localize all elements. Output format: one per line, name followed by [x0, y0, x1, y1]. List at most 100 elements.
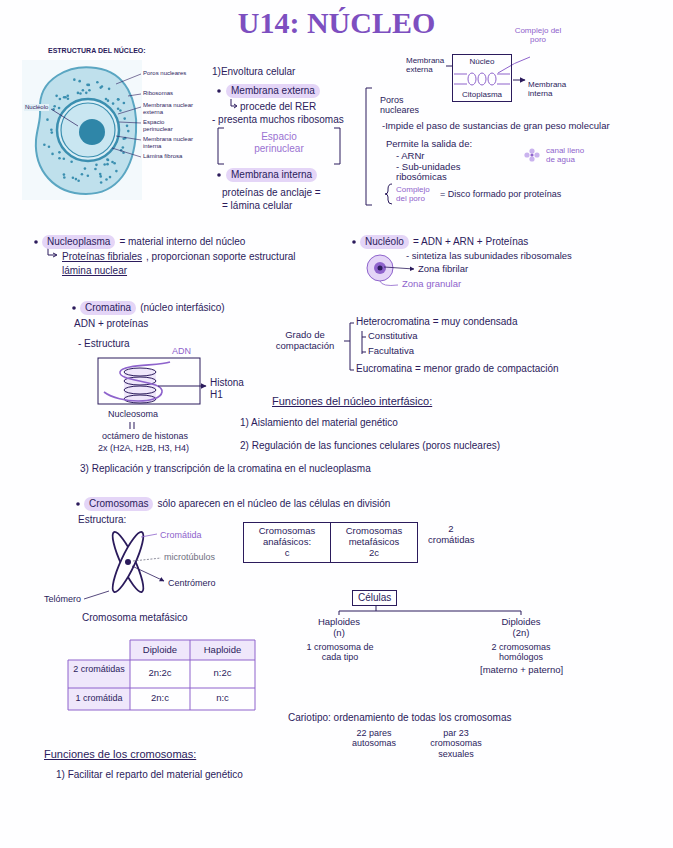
table-cell: 2 cromátidas: [68, 664, 130, 674]
cell-illustration-part: [22, 60, 142, 200]
chromosome-figure-part: [84, 591, 109, 599]
nucleolus-figure-part: [374, 262, 386, 274]
part-label: Lámina fibrosa: [143, 153, 195, 160]
note-text: Cromosoma metafásico: [82, 612, 188, 624]
ribosome-dot: [126, 125, 129, 128]
ribosome-dot: [78, 80, 81, 83]
ploidy-table: [68, 640, 255, 710]
note-text: 1)Envoltura celular: [212, 66, 295, 78]
note-text: Proteínas fibriales: [62, 251, 142, 263]
note-text: procede del RER: [240, 101, 316, 113]
brackets-part: [53, 253, 57, 257]
ploidy-table-part: [130, 640, 255, 660]
node-text: Nucléolo: [365, 236, 404, 248]
ploidy-table-part: [68, 660, 130, 710]
note-text: Cariotipo: ordenamiento de todas los cro…: [288, 712, 511, 724]
ribosome-dot: [66, 94, 69, 97]
table-cell: Cromosomas metafásicos2c: [330, 522, 418, 563]
ribosome-dot: [119, 109, 122, 112]
ribosome-dot: [58, 107, 61, 110]
nucleosome-figure-part: [98, 358, 200, 404]
table-cell: 2n:c: [130, 693, 190, 704]
note-text: - sintetiza las subunidades ribosomales: [406, 251, 572, 262]
water-channel-icon-part: [534, 152, 539, 157]
ribosome-dot: [95, 164, 98, 167]
ribosome-dot: [72, 176, 75, 179]
ribosome-dot: [53, 105, 56, 108]
ribosome-dot: [87, 174, 90, 177]
part-label: Centrómero: [168, 578, 216, 588]
node-text: Cromosomas: [89, 498, 148, 510]
brackets-part: [366, 88, 372, 205]
pore-diagram-part: [478, 73, 486, 85]
nucleolus-figure-part: [384, 267, 414, 269]
part-label: Membrana interna: [528, 80, 576, 98]
note-text: [materno + paterno]: [480, 665, 563, 676]
water-channel-icon-part: [530, 153, 533, 156]
ribosome-dot: [112, 102, 115, 105]
note-text: 2 cromosomas homólogos: [486, 642, 556, 663]
ribosome-dot: [82, 89, 85, 92]
bullets-part: [76, 502, 80, 506]
note-text: 1) Facilitar el reparto del material gen…: [56, 769, 243, 781]
note-text: Complejo del poro: [396, 185, 436, 203]
note-text: sólo aparecen en el núcleo de las célula…: [157, 498, 390, 510]
node-text: Células: [358, 592, 391, 604]
ribosome-dot: [63, 173, 66, 176]
part-label: Ribosomas: [143, 90, 195, 97]
note-text: (núcleo interfásico): [140, 302, 224, 314]
note-text: par 23 cromosomas sexuales: [426, 728, 486, 759]
part-label: Nucléolo: [24, 104, 49, 111]
ribosome-dot: [94, 168, 97, 171]
highlight-term: Membrana interna: [226, 168, 317, 182]
note-text: Zona fibrilar: [418, 264, 468, 275]
note-text: 22 pares autosomas: [346, 728, 402, 749]
ribosome-dot: [108, 88, 111, 91]
ribosome-dot: [122, 146, 125, 149]
note-text: ADN + proteínas: [74, 318, 148, 330]
chromosome-figure-part: [125, 559, 131, 565]
ribosome-dot: [81, 173, 84, 176]
node-text: Espacio perinuclear: [239, 131, 319, 154]
ribosome-dot: [63, 96, 66, 99]
node-text: Membrana interna: [231, 169, 312, 181]
part-label: Cromátida: [160, 530, 202, 540]
nucleolus-figure-part: [367, 255, 393, 281]
note-text: = Disco formado por proteínas: [440, 189, 561, 199]
page-title: U14: NÚCLEO: [0, 6, 673, 41]
ribosome-dot: [109, 176, 112, 179]
ribosome-dot: [107, 159, 110, 162]
water-channel-icon-part: [524, 152, 529, 157]
note-text: 2 cromátidas: [428, 524, 474, 546]
highlight-term: Nucleoplasma: [42, 235, 115, 249]
note-text: Estructura:: [78, 514, 126, 526]
section-heading: ESTRUCTURA DEL NÚCLEO:: [48, 47, 146, 55]
ribosome-dot: [111, 161, 114, 164]
pore-diagram-part: [498, 57, 530, 73]
ribosome-dot: [115, 170, 118, 173]
nucleosome-figure-part: [124, 386, 156, 394]
note-text: Grado de compactación: [268, 330, 342, 352]
ribosome-dot: [86, 84, 89, 87]
node-text: c: [248, 548, 326, 559]
ribosome-dot: [123, 102, 126, 105]
ribosome-dot: [117, 98, 120, 101]
part-label: microtúbulos: [164, 552, 215, 562]
ribosome-dot: [88, 89, 91, 92]
part-label: Nucleosoma: [108, 409, 158, 419]
note-text: - presenta muchos ribosomas: [212, 114, 344, 126]
note-text: Poros nucleares: [380, 95, 428, 116]
cell-illustration-part: [112, 74, 141, 157]
bullets-part: [34, 240, 38, 244]
category-box: Células: [352, 590, 397, 606]
bullets-part: [72, 306, 76, 310]
nucleosome-figure-part: [124, 368, 156, 376]
node-text: Cromatina: [85, 302, 131, 314]
chromosome-figure: [84, 529, 164, 599]
cell-illustration-part: [79, 119, 105, 145]
table-cell: Haploide: [190, 645, 255, 656]
node-text: Membrana externa: [231, 85, 315, 97]
highlight-term: Cromatina: [80, 301, 136, 315]
nucleolus-figure-part: [380, 281, 398, 286]
